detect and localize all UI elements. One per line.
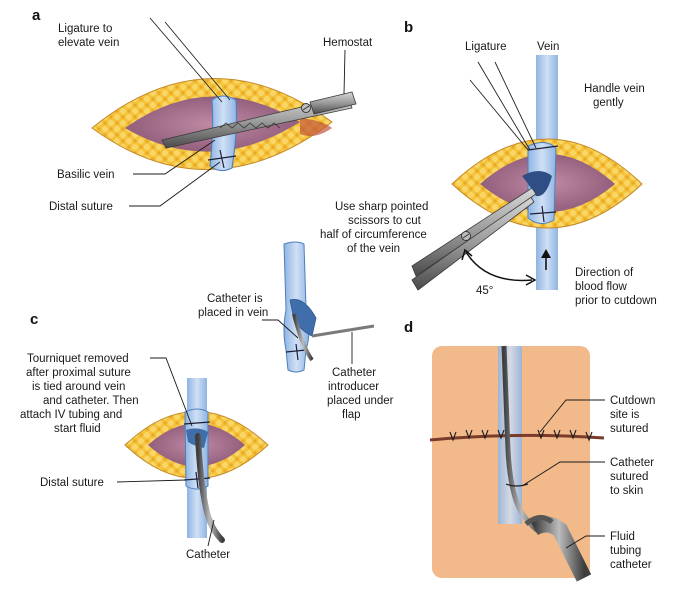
- panel-a-basilic-leader: [133, 139, 216, 175]
- panel-c-tourniquet-label-6: start fluid: [54, 423, 101, 435]
- panel-d-fluid-label-2: tubing: [610, 545, 641, 557]
- inset-catheter-label-1: Catheter is: [207, 293, 263, 305]
- panel-d-fluid-leader: [565, 535, 605, 549]
- panel-b-angle-arrow-start: [461, 248, 473, 261]
- inset-introducer-label-3: placed under: [327, 395, 394, 407]
- panel-b-vein-cut: [522, 171, 552, 197]
- panel-b-scissors: [411, 187, 537, 291]
- inset-introducer-label-2: introducer: [328, 381, 379, 393]
- panel-b-handle-label-1: Handle vein: [584, 83, 645, 95]
- panel-c-tourniquet-label-3: is tied around vein: [32, 381, 125, 393]
- inset-catheter: [292, 313, 314, 362]
- panel-a-hemostat-leader: [343, 49, 346, 95]
- panel-d-sutures: [449, 429, 593, 442]
- panel-a-distal-suture: [207, 149, 237, 169]
- panel-d-hub: [524, 515, 554, 526]
- panel-a-ligature: [149, 17, 231, 103]
- panel-b-scissors-label-2: scissors to cut: [348, 215, 422, 227]
- panel-d-fluid-label-1: Fluid: [610, 531, 635, 543]
- panel-b-direction-label-1: Direction of: [575, 267, 634, 279]
- panel-c-letter: c: [30, 311, 38, 328]
- panel-b-ligature-label: Ligature: [465, 41, 507, 53]
- panel-c-tourniquet-label-2: after proximal suture: [26, 367, 131, 379]
- panel-c-distal-label: Distal suture: [40, 477, 104, 489]
- panel-d-incision: [429, 433, 605, 442]
- panel-b-angle-label: 45°: [476, 285, 493, 297]
- panel-c: c Tourniquet removed after proximal sutu…: [20, 311, 269, 561]
- panel-d-cutdown-label-2: site is: [610, 409, 640, 421]
- panel-a-ligature-label-1: Ligature to: [58, 23, 112, 35]
- panel-d-letter: d: [404, 319, 413, 336]
- panel-inset: Catheter is placed in vein Catheter intr…: [198, 241, 394, 421]
- panel-d: d Cutdown site is sutured Catheter sutur…: [404, 319, 655, 582]
- panel-d-fluid-label-3: catheter: [610, 559, 652, 571]
- panel-a-hemostat-label: Hemostat: [323, 37, 373, 49]
- panel-c-distal-leader: [116, 479, 187, 483]
- panel-b-flow-arrowhead: [541, 249, 551, 258]
- panel-b-ligature: [469, 61, 537, 151]
- panel-a-ligature-label-2: elevate vein: [58, 37, 119, 49]
- panel-b: b Ligature Vein Handle vein gently: [320, 19, 657, 307]
- panel-b-vein-label: Vein: [537, 41, 559, 53]
- panel-b-handle-label-2: gently: [593, 97, 624, 109]
- panel-b-suture-bottom: [529, 205, 557, 223]
- panel-d-cutdown-leader: [539, 399, 605, 433]
- inset-introducer-label-4: flap: [342, 409, 361, 421]
- panel-b-suture-top: [527, 145, 559, 151]
- panel-b-direction-label-3: prior to cutdown: [575, 295, 657, 307]
- inset-catheter-leader: [262, 319, 299, 339]
- panel-d-cutdown-label-3: sutured: [610, 423, 648, 435]
- panel-d-catheter-label-1: Catheter: [610, 457, 654, 469]
- panel-b-angle-arc: [465, 251, 533, 282]
- panel-c-tourniquet-label-1: Tourniquet removed: [27, 353, 129, 365]
- panel-c-catheter-label: Catheter: [186, 549, 230, 561]
- panel-b-direction-label-2: blood flow: [575, 281, 627, 293]
- panel-a-blood: [300, 118, 332, 136]
- panel-c-catheter-leader: [207, 519, 215, 547]
- panel-a-distal-label: Distal suture: [49, 201, 113, 213]
- panel-a-basilic-label: Basilic vein: [57, 169, 115, 181]
- panel-b-scissors-label-1: Use sharp pointed: [335, 201, 428, 213]
- inset-catheter-label-2: placed in vein: [198, 307, 268, 319]
- panel-d-catheter-leader: [521, 461, 605, 487]
- panel-a-distal-leader: [129, 161, 221, 207]
- inset-introducer-label-1: Catheter: [332, 367, 376, 379]
- panel-b-letter: b: [404, 19, 413, 36]
- panel-c-tourniquet-label-4: and catheter. Then: [43, 395, 139, 407]
- panel-a: a Ligature to elevate vein Hemostat Basi…: [32, 7, 373, 213]
- panel-b-scissors-label-4: of the vein: [347, 243, 400, 255]
- panel-c-suture-bottom: [183, 471, 211, 489]
- panel-a-hemostat: [161, 91, 357, 149]
- panel-b-angle-arrow-end: [525, 274, 537, 286]
- panel-c-tourniquet-label-5: attach IV tubing and: [20, 409, 122, 421]
- panel-c-tourniquet-leader: [150, 357, 193, 427]
- panel-d-catheter-label-2: sutured: [610, 471, 648, 483]
- inset-introducer: [311, 324, 375, 338]
- panel-d-cutdown-label-1: Cutdown: [610, 395, 655, 407]
- panel-a-letter: a: [32, 7, 41, 24]
- inset-suture: [285, 343, 307, 361]
- panel-b-scissors-label-3: half of circumference: [320, 229, 427, 241]
- panel-d-fluid-tubing: [530, 516, 592, 582]
- panel-c-catheter: [195, 433, 225, 543]
- panel-d-catheter-label-3: to skin: [610, 485, 643, 497]
- panel-d-catheter-suture: [505, 483, 529, 487]
- panel-c-suture-top: [183, 421, 211, 425]
